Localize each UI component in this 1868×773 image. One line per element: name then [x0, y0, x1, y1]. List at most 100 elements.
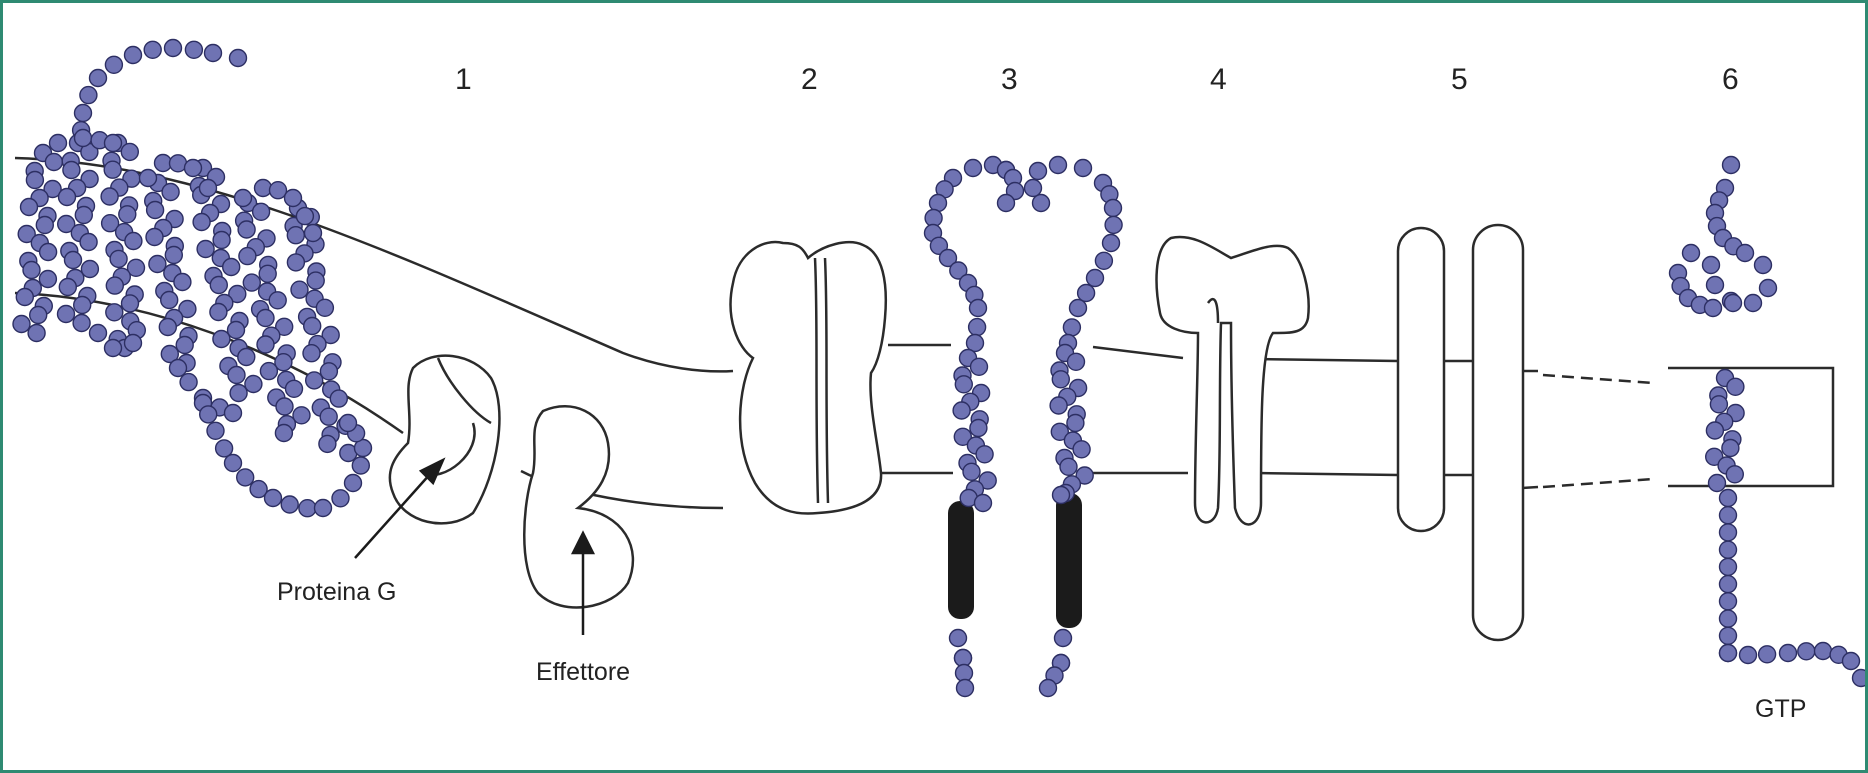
amino-acid-bead	[238, 221, 255, 238]
amino-acid-bead	[185, 41, 202, 58]
amino-acid-bead	[1087, 270, 1104, 287]
amino-acid-bead	[146, 229, 163, 246]
amino-acid-bead	[149, 256, 166, 273]
ion-channel-receptor	[731, 242, 886, 514]
amino-acid-bead	[245, 376, 262, 393]
amino-acid-bead	[352, 457, 369, 474]
amino-acid-bead	[955, 376, 972, 393]
amino-acid-bead	[315, 500, 332, 517]
amino-acid-bead	[340, 415, 357, 432]
receptor-5-right-bar	[1473, 225, 1523, 640]
amino-acid-bead	[1060, 458, 1077, 475]
amino-acid-bead	[304, 318, 321, 335]
membrane-end-box	[1668, 368, 1833, 486]
amino-acid-bead	[285, 190, 302, 207]
amino-acid-bead	[121, 143, 138, 160]
amino-acid-bead	[125, 233, 142, 250]
amino-acid-bead	[106, 277, 123, 294]
receptor-diagram	[3, 3, 1865, 770]
amino-acid-bead	[125, 335, 142, 352]
amino-acid-bead	[269, 292, 286, 309]
amino-acid-bead	[1068, 353, 1085, 370]
amino-acid-bead	[320, 363, 337, 380]
amino-acid-bead	[58, 306, 75, 323]
amino-acid-bead	[125, 47, 142, 64]
amino-acid-bead	[953, 402, 970, 419]
amino-acid-bead	[1723, 157, 1740, 174]
amino-acid-bead	[170, 360, 187, 377]
amino-acid-bead	[1025, 180, 1042, 197]
receptor-3-number: 3	[1001, 63, 1018, 97]
membrane-lower-segment	[1256, 473, 1398, 475]
amino-acid-bead	[281, 496, 298, 513]
amino-acid-bead	[963, 463, 980, 480]
amino-acid-bead	[13, 316, 30, 333]
amino-acid-bead	[1033, 195, 1050, 212]
amino-acid-bead	[90, 325, 107, 342]
amino-acid-bead	[80, 87, 97, 104]
amino-acid-bead	[26, 172, 43, 189]
amino-acid-bead	[1720, 610, 1737, 627]
amino-acid-bead	[1780, 645, 1797, 662]
amino-acid-bead	[1720, 627, 1737, 644]
amino-acid-bead	[176, 337, 193, 354]
amino-acid-bead	[101, 188, 118, 205]
receptor-1-number: 1	[455, 63, 472, 97]
amino-acid-bead	[213, 331, 230, 348]
receptor-4	[1157, 237, 1309, 524]
amino-acid-bead	[1078, 285, 1095, 302]
amino-acid-bead	[286, 380, 303, 397]
amino-acid-bead	[210, 277, 227, 294]
amino-acid-bead	[197, 241, 214, 258]
amino-acid-bead	[147, 202, 164, 219]
amino-acid-bead	[260, 363, 277, 380]
amino-acid-bead	[90, 70, 107, 87]
amino-acid-bead	[1706, 422, 1723, 439]
amino-acid-bead	[1053, 487, 1070, 504]
receptor-4-number: 4	[1210, 63, 1227, 97]
amino-acid-bead	[1683, 245, 1700, 262]
amino-acid-bead	[238, 349, 255, 366]
amino-acid-bead	[73, 315, 90, 332]
amino-acid-bead	[237, 469, 254, 486]
amino-acid-bead	[957, 680, 974, 697]
amino-acid-bead	[75, 105, 92, 122]
amino-acid-bead	[30, 307, 47, 324]
amino-acid-bead	[75, 130, 92, 147]
amino-acid-bead	[1740, 647, 1757, 664]
amino-acid-bead	[59, 279, 76, 296]
amino-acid-bead	[1720, 524, 1737, 541]
amino-acid-bead	[1709, 475, 1726, 492]
receptor-5	[1398, 225, 1523, 640]
amino-acid-bead	[1105, 200, 1122, 217]
amino-acid-bead	[265, 490, 282, 507]
amino-acid-bead	[205, 45, 222, 62]
amino-acid-bead	[950, 630, 967, 647]
amino-acid-bead	[28, 325, 45, 342]
amino-acid-bead	[330, 390, 347, 407]
amino-acid-bead	[144, 41, 161, 58]
amino-acid-bead	[207, 422, 224, 439]
amino-acid-bead	[159, 319, 176, 336]
membrane-lower-segment	[1523, 487, 1538, 488]
amino-acid-bead	[296, 208, 313, 225]
amino-acid-bead	[1745, 295, 1762, 312]
amino-acid-bead	[1726, 466, 1743, 483]
amino-acid-bead	[270, 182, 287, 199]
effector-label: Effettore	[536, 658, 630, 687]
amino-acid-bead	[1095, 252, 1112, 269]
amino-acid-bead	[345, 475, 362, 492]
amino-acid-bead	[998, 195, 1015, 212]
amino-acid-bead	[287, 227, 304, 244]
amino-acid-bead	[104, 161, 121, 178]
amino-acid-bead	[162, 184, 179, 201]
amino-acid-bead	[275, 425, 292, 442]
amino-acid-bead	[257, 310, 274, 327]
amino-acid-bead	[320, 408, 337, 425]
amino-acid-bead	[1070, 300, 1087, 317]
amino-acid-bead	[119, 206, 136, 223]
amino-acid-bead	[1843, 653, 1860, 670]
amino-acid-bead	[193, 214, 210, 231]
amino-acid-bead	[1759, 646, 1776, 663]
membrane-dashed-lower	[1543, 479, 1653, 487]
